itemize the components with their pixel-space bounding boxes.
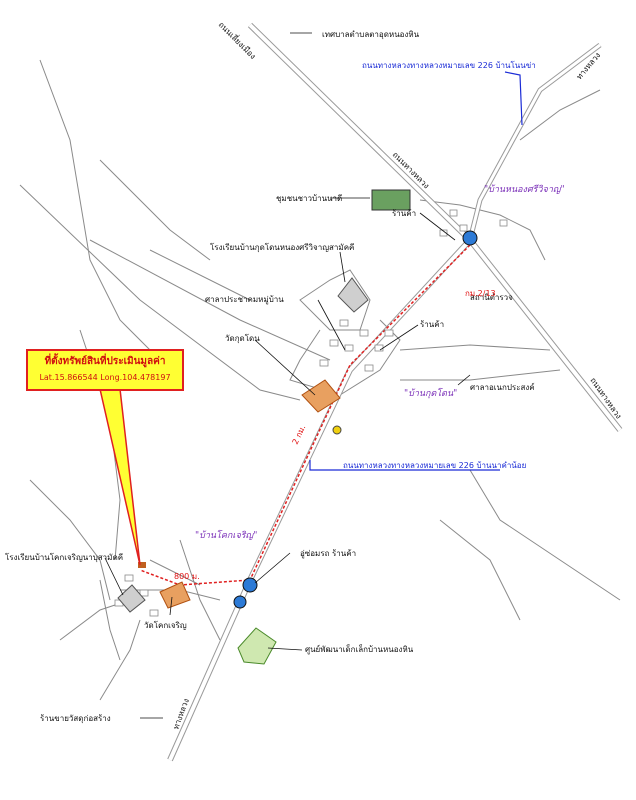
highway-ne xyxy=(467,43,602,241)
place-label-14: ร้านขายวัสดุก่อสร้าง xyxy=(40,714,111,723)
junction-icon xyxy=(233,230,478,609)
place-label-2: ชุมชนชาวบ้านนาดี xyxy=(276,194,342,203)
callout-property-marker xyxy=(138,562,146,568)
place-label-8: ศาลาอเนกประสงค์ xyxy=(470,382,535,392)
callout-coordinates: Lat.15.866544 Long.104.478197 xyxy=(39,373,171,382)
highway-main-sw xyxy=(167,237,473,762)
place-label-9: สถานีตำรวจ xyxy=(470,293,513,302)
place-label-10: อู่ซ่อมรถ ร้านค้า xyxy=(300,549,356,559)
property-location-callout: ที่ตั้งทรัพย์สินที่ประเมินมูลค่า Lat.15.… xyxy=(26,349,184,391)
village-label-khokcharoen: "บ้านโคกเจริญ" xyxy=(195,529,257,541)
place-label-5: ศาลาประชาคมหมู่บ้าน xyxy=(205,295,284,305)
place-label-13: ศูนย์พัฒนาเด็กเล็กบ้านหนองหิน xyxy=(305,644,414,655)
landmark-marker xyxy=(332,425,342,435)
highway-note-north: ถนนทางหลวงทางหลวงหมายเลข 226 บ้านโนนข่า xyxy=(362,60,536,70)
temple-gudon xyxy=(301,379,341,413)
place-label-6: วัดกุดโดน xyxy=(225,333,260,343)
child-center xyxy=(237,627,277,665)
leader-lines xyxy=(104,32,471,719)
village-blocks xyxy=(114,209,508,617)
community-photo xyxy=(371,189,411,211)
highway-note-south: ถนนทางหลวงทางหลวงหมายเลข 226 บ้านนาคำน้อ… xyxy=(343,461,526,470)
blue-pointers xyxy=(309,71,523,471)
place-label-4: โรงเรียนบ้านกุดโดนหนองศรีวิจาญสามัคคี xyxy=(210,242,354,252)
school-khokcharoen xyxy=(117,584,146,613)
village-label-gudon: "บ้านกุดโดน" xyxy=(404,387,457,399)
place-label-1: เทศบาลตำบลตาอุดหนองหิน xyxy=(322,30,420,39)
place-label-12: วัดโคกเจริญ xyxy=(144,620,187,630)
distance-label-3: 800 ม. xyxy=(174,572,200,581)
place-label-7: ร้านค้า xyxy=(420,320,444,329)
highway-diagonal xyxy=(247,22,623,432)
distance-label-1: กม.2/13 xyxy=(465,289,496,298)
callout-pointer xyxy=(99,388,141,566)
distance-label-2: 2 กม. xyxy=(291,424,308,446)
callout-title: ที่ตั้งทรัพย์สินที่ประเมินมูลค่า xyxy=(44,356,166,367)
place-label-3: ร้านค้า xyxy=(392,209,416,218)
temple-khokcharoen xyxy=(159,581,191,609)
school-gudon xyxy=(337,277,369,313)
place-label-11: โรงเรียนบ้านโคกเจริญนาบุสามัคคี xyxy=(5,552,123,562)
village-label-nongsri: "บ้านหนองศรีวิจาญ" xyxy=(484,184,565,195)
